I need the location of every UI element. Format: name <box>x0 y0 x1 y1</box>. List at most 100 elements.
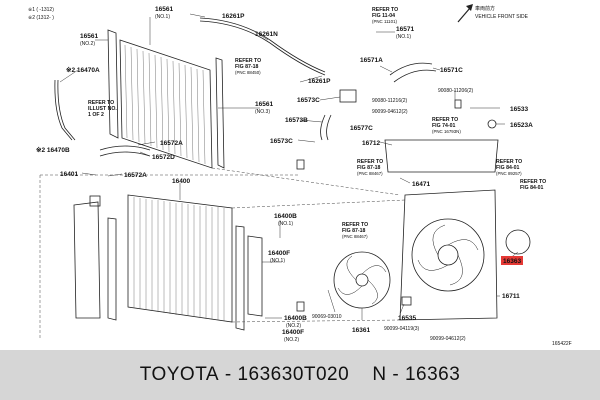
label-16561: 16561 <box>155 6 173 13</box>
direction-line-1: 車両前方 <box>475 5 495 12</box>
label-16400b-no1: (NO.1) <box>278 221 293 227</box>
svg-text:FIG 74-01: FIG 74-01 <box>432 123 455 129</box>
label-16573b: 16573B <box>285 117 308 124</box>
refer-fig-11-04: REFER TO FIG 11-04 (PNC 11101) <box>372 7 398 24</box>
label-16572d: 16572D <box>152 154 175 161</box>
label-16470b: ※2 16470B <box>36 146 70 154</box>
water-outlet-16573b <box>339 89 357 103</box>
label-16571c: 16571C <box>440 67 463 74</box>
label-16261p-mid: 16261P <box>308 78 331 85</box>
label-16400f-2: 16400F <box>282 329 304 336</box>
label-16400b-2: 16400B <box>284 315 307 322</box>
part-caption-bar: TOYOTA - 163630T020 N - 16363 <box>0 350 600 400</box>
label-16261p-top: 16261P <box>222 13 245 20</box>
svg-text:REFER TO: REFER TO <box>235 58 261 64</box>
svg-text:REFER TO: REFER TO <box>88 100 114 106</box>
label-16577c: 16577C <box>350 125 373 132</box>
condenser-side-seal-right <box>215 57 225 169</box>
radiator-tank-right <box>247 235 263 317</box>
refer-illust-no: REFER TO ILLUST NO. 1 OF 2 <box>88 100 117 118</box>
label-16470a: ※2 16470A <box>66 66 100 74</box>
label-16573c-2: 16573C <box>270 138 293 145</box>
condenser-side-seal-left <box>107 29 119 139</box>
label-16471: 16471 <box>412 181 430 188</box>
label-16361: 16361 <box>352 327 370 334</box>
svg-text:FIG 84-01: FIG 84-01 <box>520 185 543 191</box>
label-16363-highlighted[interactable]: 16363 <box>503 258 521 265</box>
label-16523a: 16523A <box>510 122 533 129</box>
svg-text:FIG 84-01: FIG 84-01 <box>496 165 519 171</box>
refer-fig-74-01: REFER TO FIG 74-01 (PNC 16793N) <box>432 117 461 134</box>
part-labels: 16561 (NO.1) 16261P 16561 (NO.2) ※2 1647… <box>36 6 572 347</box>
svg-text:FIG 87-18: FIG 87-18 <box>357 165 380 171</box>
svg-text:REFER TO: REFER TO <box>432 117 458 123</box>
highlighted-part-box <box>501 256 523 265</box>
clamp-16400b-2 <box>296 301 305 312</box>
label-16561-left: 16561 <box>80 33 98 40</box>
label-16400b-1: 16400B <box>274 213 297 220</box>
svg-text:FIG 87-18: FIG 87-18 <box>235 64 258 70</box>
radiator-seal-left <box>107 217 117 321</box>
svg-text:REFER TO: REFER TO <box>342 222 368 228</box>
label-90099-04612: 90099-04612(2) <box>372 109 408 115</box>
label-90080-11206: 90080-11206(2) <box>438 88 474 94</box>
refer-fig-87-18-b: REFER TO FIG 87-18 (PNC 88467) <box>357 159 383 176</box>
fan-motor-16363 <box>505 229 531 255</box>
svg-text:(PNC 16793N): (PNC 16793N) <box>432 129 461 134</box>
refer-fig-87-18-a: REFER TO FIG 87-18 (PNC 88450) <box>235 58 261 75</box>
label-16572a: 16572A <box>160 140 183 147</box>
clamp-16400b-1 <box>296 159 305 170</box>
label-16561-no1: (NO.1) <box>155 14 170 20</box>
condenser-assembly <box>107 29 225 169</box>
refer-to-callouts: REFER TO FIG 11-04 (PNC 11101) REFER TO … <box>88 7 546 239</box>
svg-text:(PNC 88450): (PNC 88450) <box>235 70 261 75</box>
legend-line-2: ※2 (1312- ) <box>28 15 54 21</box>
fan-blade-16361 <box>333 251 391 309</box>
label-16572a-2: 16572A <box>124 172 147 179</box>
label-16571a: 16571A <box>360 57 383 64</box>
label-16571-no1: (NO.1) <box>396 34 411 40</box>
svg-text:FIG 11-04: FIG 11-04 <box>372 13 395 19</box>
parts-exploded-diagram: ※1 ( -1312) ※2 (1312- ) 車両前方 VEHICLE FRO… <box>28 4 572 347</box>
caption-separator-1: - <box>219 364 238 385</box>
label-90099-04612b: 90099-04612(2) <box>430 336 466 342</box>
radiator-cap <box>89 195 101 207</box>
caption-separator-2: N - <box>349 364 405 385</box>
label-16400: 16400 <box>172 178 190 185</box>
label-16711: 16711 <box>502 293 520 300</box>
refer-fig-87-18-c: REFER TO FIG 87-18 (PNC 88467) <box>342 222 368 239</box>
alignment-guides <box>39 167 406 340</box>
label-16533: 16533 <box>510 106 528 113</box>
svg-text:1 OF 2: 1 OF 2 <box>88 112 104 118</box>
svg-text:REFER TO: REFER TO <box>520 179 546 185</box>
label-16400f-no1: (NO.1) <box>270 258 285 264</box>
svg-text:ILLUST NO.: ILLUST NO. <box>88 106 117 112</box>
radiator-assembly <box>73 194 263 331</box>
radiator-tank-left <box>73 201 101 319</box>
label-90080-11216: 90080-11216(2) <box>372 98 408 104</box>
label-16261n: 16261N <box>255 31 278 38</box>
part-number: 163630T020 <box>237 364 350 385</box>
fan-shroud-assembly <box>384 139 531 321</box>
label-16561-no2: (NO.2) <box>80 41 95 47</box>
label-16535: 16535 <box>398 315 416 322</box>
label-16561-no3: (NO.3) <box>255 109 270 115</box>
vehicle-front-arrow-icon <box>457 4 473 23</box>
legend-line-1: ※1 ( -1312) <box>28 7 54 13</box>
svg-text:REFER TO: REFER TO <box>357 159 383 165</box>
label-16400f-1: 16400F <box>268 250 290 257</box>
diagram-code: 165422F <box>552 341 572 347</box>
leader-lines <box>59 13 519 320</box>
label-16400b-no2: (NO.2) <box>286 323 301 329</box>
reference-number: 16363 <box>404 364 461 385</box>
label-16571: 16571 <box>396 26 414 33</box>
refer-fig-84-01-a: REFER TO FIG 84-01 (PNC 89257) <box>496 159 522 176</box>
shroud-bracket-16712 <box>384 139 499 173</box>
svg-text:REFER TO: REFER TO <box>372 7 398 13</box>
label-16561-right: 16561 <box>255 101 273 108</box>
label-16712: 16712 <box>362 140 380 147</box>
brand-name: TOYOTA <box>139 364 220 385</box>
svg-text:(PNC 89257): (PNC 89257) <box>496 171 522 176</box>
svg-text:REFER TO: REFER TO <box>496 159 522 165</box>
